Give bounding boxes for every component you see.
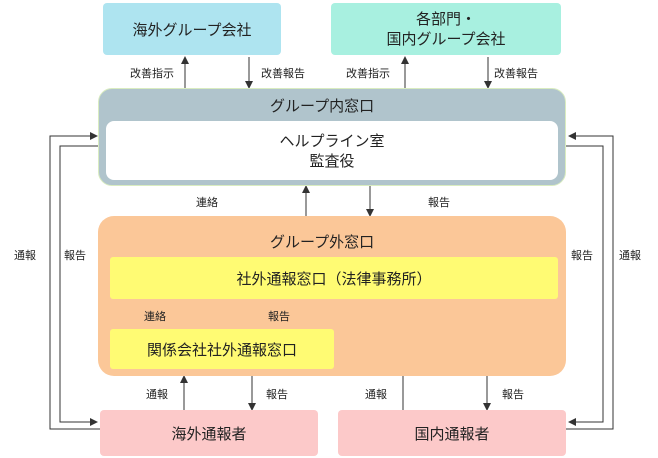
law-firm-window-box: 社外通報窓口（法律事務所）: [110, 257, 558, 299]
label-right-notify: 通報: [619, 249, 641, 262]
domestic-reporter-box: 国内通報者: [338, 410, 566, 456]
arrow-left-report: [59, 145, 100, 426]
helpline-label: ヘルプライン室: [279, 131, 385, 150]
hq-label-line2: 国内グループ会社: [386, 30, 506, 48]
label-notify-overseas: 通報: [146, 388, 168, 401]
label-improve-report-left: 改善報告: [261, 67, 305, 80]
law-firm-label: 社外通報窓口（法律事務所）: [236, 269, 432, 288]
label-contact-internal: 連絡: [196, 196, 218, 209]
affiliate-label: 関係会社社外通報窓口: [146, 340, 297, 359]
auditor-label: 監査役: [309, 151, 355, 170]
affiliate-window-box: 関係会社社外通報窓口: [110, 329, 334, 369]
label-report-internal: 報告: [428, 196, 450, 209]
arrow-left-notify: [49, 132, 100, 430]
label-improve-instruct-right: 改善指示: [346, 67, 390, 80]
label-improve-report-right: 改善報告: [494, 67, 538, 80]
helpline-audit-box: ヘルプライン室 監査役: [106, 121, 558, 180]
arrow-right-notify: [566, 132, 614, 430]
label-contact-affiliate: 連絡: [144, 310, 166, 323]
arrow-right-report: [566, 145, 604, 426]
label-left-notify: 通報: [14, 249, 36, 262]
hq-label-line1: 各部門・: [415, 10, 476, 28]
overseas-reporter-label: 海外通報者: [171, 424, 247, 443]
overseas-reporter-box: 海外通報者: [100, 410, 318, 456]
label-left-report: 報告: [64, 249, 86, 262]
label-improve-instruct-left: 改善指示: [130, 67, 174, 80]
domestic-reporter-label: 国内通報者: [414, 424, 490, 443]
label-report-overseas: 報告: [266, 388, 288, 401]
group-internal-title: グループ内窓口: [270, 97, 375, 115]
label-right-report: 報告: [571, 249, 593, 262]
group-external-title: グループ外窓口: [270, 233, 375, 251]
label-report-affiliate: 報告: [268, 310, 290, 323]
overseas-group-company-label: 海外グループ会社: [132, 20, 252, 39]
overseas-group-company-box: 海外グループ会社: [103, 3, 281, 55]
hq-and-domestic-group-box: 各部門・ 国内グループ会社: [331, 3, 561, 55]
label-report-domestic: 報告: [502, 388, 524, 401]
label-notify-domestic: 通報: [365, 388, 387, 401]
